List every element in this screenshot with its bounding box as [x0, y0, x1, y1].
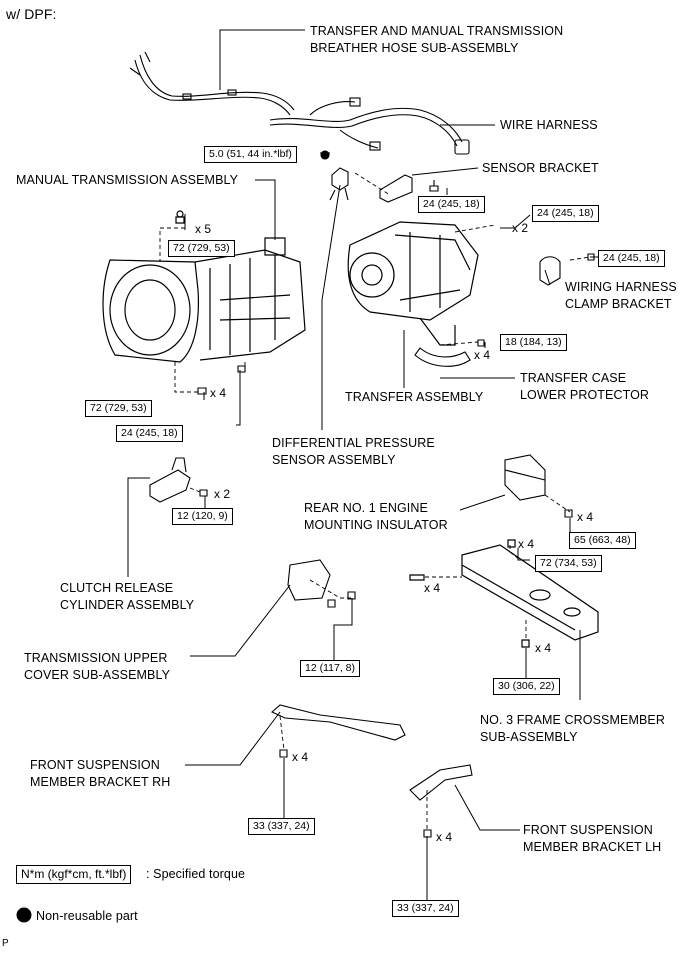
torque-box-front-rh: 33 (337, 24)	[248, 818, 315, 835]
label-breather-line2: BREATHER HOSE SUB-ASSEMBLY	[310, 41, 519, 55]
count-cross-bottom: x 4	[535, 641, 552, 655]
sensor-bracket-art	[379, 174, 439, 203]
label-crossmember-line2: SUB-ASSEMBLY	[480, 730, 578, 744]
lower-protector-art	[414, 339, 485, 367]
legend-torque-box: N*m (kgf*cm, ft.*lbf)	[16, 865, 132, 884]
count-mt-top: x 5	[195, 222, 212, 236]
label-rear-mount-line2: MOUNTING INSULATOR	[304, 518, 448, 532]
rear-mount-art	[504, 454, 573, 518]
label-clutch-line1: CLUTCH RELEASE	[60, 581, 174, 595]
clutch-cylinder-art	[149, 457, 208, 503]
torque-box-front-lh: 33 (337, 24)	[392, 900, 459, 917]
label-upper-cover-line1: TRANSMISSION UPPER	[24, 651, 168, 665]
count-transfer-top: x 2	[512, 221, 529, 235]
torque-box-dps: 5.0 (51, 44 in.*lbf)	[204, 146, 297, 163]
label-clutch-line2: CYLINDER ASSEMBLY	[60, 598, 195, 612]
count-cross-bolt: x 4	[424, 581, 441, 595]
count-front-rh: x 4	[292, 750, 309, 764]
non-reusable-dot	[16, 907, 32, 923]
torque-box-cross-top: 72 (734, 53)	[535, 555, 602, 572]
legend-torque-text: : Specified torque	[146, 867, 246, 881]
legend-nonreusable-text: Non-reusable part	[36, 909, 138, 923]
torque-box-sensor-bracket: 24 (245, 18)	[418, 196, 485, 213]
label-front-rh-line1: FRONT SUSPENSION	[30, 758, 160, 772]
torque-box-protector: 18 (184, 13)	[500, 334, 567, 351]
torque-box-upper-cover: 12 (117, 8)	[300, 660, 361, 677]
header-title: w/ DPF:	[6, 6, 57, 22]
mt-bottom-bolts	[197, 365, 246, 395]
torque-box-clamp: 24 (245, 18)	[598, 250, 665, 267]
clamp-bracket-art	[539, 253, 595, 286]
label-wiring-clamp-line1: WIRING HARNESS	[565, 280, 677, 294]
count-front-lh: x 4	[436, 830, 453, 844]
label-dps-line1: DIFFERENTIAL PRESSURE	[272, 436, 435, 450]
count-clutch: x 2	[214, 487, 231, 501]
label-upper-cover-line2: COVER SUB-ASSEMBLY	[24, 668, 171, 682]
label-crossmember-line1: NO. 3 FRAME CROSSMEMBER	[480, 713, 665, 727]
label-wire-harness: WIRE HARNESS	[500, 118, 598, 132]
label-transfer-assembly: TRANSFER ASSEMBLY	[345, 390, 484, 404]
torque-box-transfer-top: 24 (245, 18)	[532, 205, 599, 222]
label-front-lh-line2: MEMBER BRACKET LH	[523, 840, 662, 854]
label-wiring-clamp-line2: CLAMP BRACKET	[565, 297, 672, 311]
manual-transmission-art	[102, 210, 306, 363]
torque-box-mt-bottom-right: 24 (245, 18)	[116, 425, 183, 442]
torque-box-clutch: 12 (120, 9)	[172, 508, 233, 525]
label-manual-transmission: MANUAL TRANSMISSION ASSEMBLY	[16, 173, 239, 187]
footer-code: P	[2, 938, 9, 949]
label-front-lh-line1: FRONT SUSPENSION	[523, 823, 653, 837]
upper-cover-art	[287, 559, 356, 608]
front-rh-bracket-art	[270, 704, 406, 758]
breather-hose-art	[129, 51, 295, 116]
crossmember-art	[409, 539, 599, 648]
label-front-rh-line2: MEMBER BRACKET RH	[30, 775, 171, 789]
front-lh-bracket-art	[409, 764, 473, 838]
count-mount: x 4	[577, 510, 594, 524]
label-breather-line1: TRANSFER AND MANUAL TRANSMISSION	[310, 24, 564, 38]
leader-lines	[127, 29, 598, 900]
label-protector-line1: TRANSFER CASE	[520, 371, 627, 385]
count-protector: x 4	[474, 348, 491, 362]
dps-sensor-art	[320, 150, 349, 201]
label-rear-mount-line1: REAR NO. 1 ENGINE	[304, 501, 428, 515]
torque-box-mount: 65 (663, 48)	[569, 532, 636, 549]
label-protector-line2: LOWER PROTECTOR	[520, 388, 650, 402]
count-cross-top: x 4	[518, 537, 535, 551]
torque-box-mt-top: 72 (729, 53)	[168, 240, 235, 257]
transfer-assembly-art	[347, 221, 479, 346]
label-dps-line2: SENSOR ASSEMBLY	[272, 453, 396, 467]
count-mt-bottom: x 4	[210, 386, 227, 400]
label-sensor-bracket: SENSOR BRACKET	[482, 161, 599, 175]
torque-box-mt-bottom-left: 72 (729, 53)	[85, 400, 152, 417]
wire-harness-art	[269, 97, 470, 155]
torque-box-cross-bottom: 30 (306, 22)	[493, 678, 560, 695]
